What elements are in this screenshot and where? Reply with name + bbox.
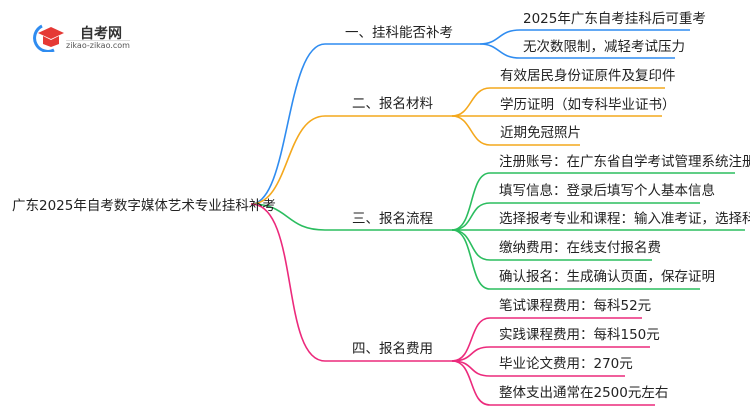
branch-label-4: 四、报名费用 xyxy=(352,341,433,357)
logo-title: 自考网 xyxy=(80,26,122,42)
leaf: 毕业论文费用：270元 xyxy=(499,356,633,372)
graduation-cap-icon xyxy=(33,24,64,52)
leaf: 笔试课程费用：每科52元 xyxy=(499,298,652,314)
leaf: 无次数限制，减轻考试压力 xyxy=(523,39,685,55)
leaf: 填写信息：登录后填写个人基本信息 xyxy=(499,183,715,199)
leaf: 缴纳费用：在线支付报名费 xyxy=(499,240,661,256)
leaf: 确认报名：生成确认页面，保存证明 xyxy=(499,269,715,285)
logo-url: zikao-zikao.com xyxy=(66,40,130,50)
root-node: 广东2025年自考数字媒体艺术专业挂科补考 xyxy=(12,198,276,214)
leaf: 2025年广东自考挂科后可重考 xyxy=(523,11,706,27)
branch-4-lines xyxy=(250,203,655,406)
branch-1-lines xyxy=(250,29,690,205)
branch-label-2: 二、报名材料 xyxy=(352,96,433,112)
leaf: 学历证明（如专科毕业证书） xyxy=(500,97,676,113)
branch-3-lines xyxy=(250,172,745,290)
leaf: 近期免冠照片 xyxy=(500,125,581,141)
leaf: 有效居民身份证原件及复印件 xyxy=(500,68,676,84)
leaf: 整体支出通常在2500元左右 xyxy=(499,385,669,401)
leaf: 注册账号：在广东省自学考试管理系统注册 xyxy=(499,154,750,170)
branch-label-3: 三、报名流程 xyxy=(352,211,433,227)
branch-label-1: 一、挂科能否补考 xyxy=(345,25,453,41)
leaf: 选择报考专业和课程：输入准考证，选择科目 xyxy=(499,211,750,227)
leaf: 实践课程费用：每科150元 xyxy=(499,327,660,343)
branch-2-lines xyxy=(250,87,665,205)
